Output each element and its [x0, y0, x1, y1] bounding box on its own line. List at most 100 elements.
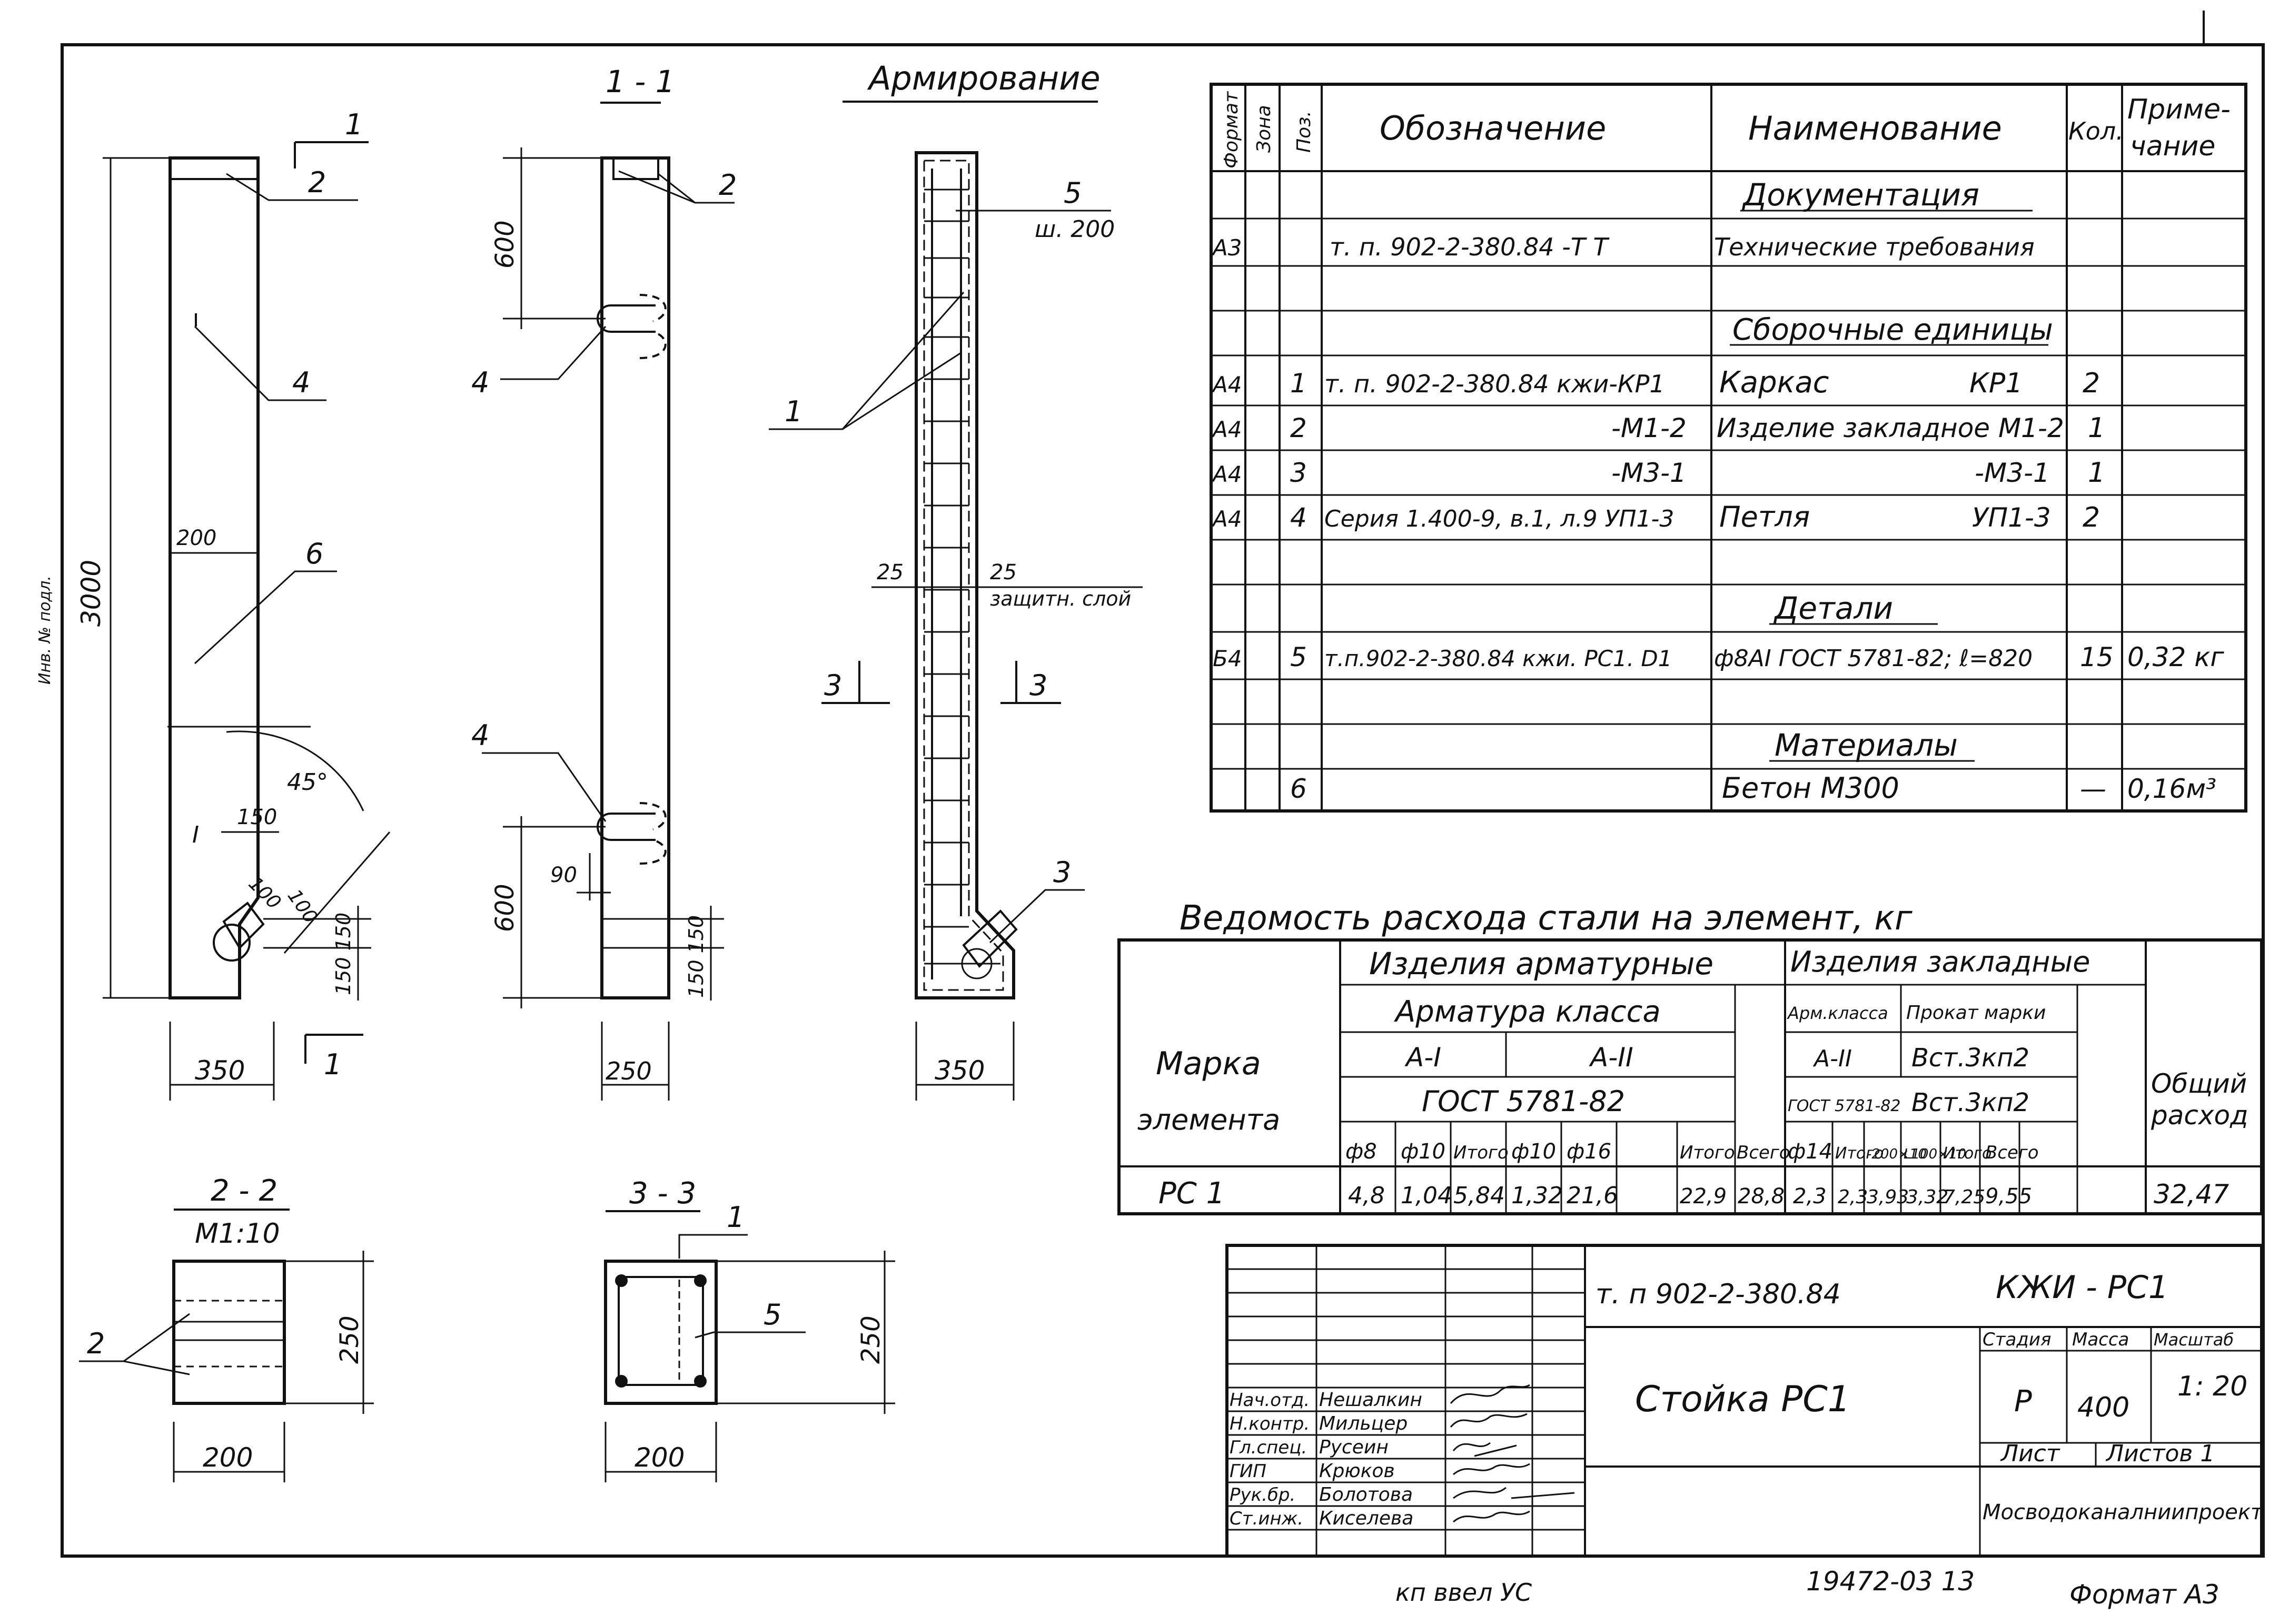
- val-7: 28,8: [1738, 1184, 1785, 1209]
- row1-format: А4: [1211, 372, 1242, 398]
- section-3-3-view: 3 - 3 1 5 250 200: [604, 1176, 895, 1482]
- role-1: Н.контр.: [1230, 1413, 1310, 1434]
- dim-150-elevation: 150: [237, 805, 277, 829]
- elevation-view: 3000 1 2 4 200 6 45° I 150 100 100 150 1…: [76, 108, 391, 1101]
- val-1: 1,04: [1401, 1182, 1452, 1209]
- section-2-2-view: 2 - 2 М1:10 2 250 200: [79, 1174, 374, 1482]
- row3-code: -М3-1: [1611, 458, 1687, 488]
- inventory-number: 19472-03 13: [1806, 1566, 1975, 1597]
- col-itogo-2: Итого: [1680, 1142, 1735, 1163]
- col-itogo-3: Итого: [1835, 1144, 1884, 1163]
- hdr-total-2: расход: [2151, 1100, 2248, 1131]
- col-f10: ф10: [1401, 1140, 1445, 1164]
- row2-qty: 1: [2088, 412, 2105, 444]
- name-0: Нешалкин: [1319, 1389, 1422, 1411]
- row4-name-right: УП1-3: [1972, 502, 2051, 533]
- row3-format: А4: [1211, 461, 1242, 487]
- dim-600-top: 600: [490, 220, 520, 269]
- role-4: Рук.бр.: [1230, 1484, 1295, 1506]
- row2-pos: 2: [1290, 413, 1307, 443]
- row2-code: -М1-2: [1611, 413, 1687, 443]
- section-documentation: Документация: [1741, 177, 1979, 213]
- row0-format: А3: [1211, 235, 1242, 261]
- stage-label: Стадия: [1983, 1329, 2051, 1350]
- row6-note: 0,16м³: [2127, 774, 2216, 804]
- hdr-gost-2: ГОСТ 5781-82: [1788, 1097, 1900, 1115]
- cover-label: защитн. слой: [990, 587, 1131, 610]
- section-2-2-title: 2 - 2: [211, 1174, 278, 1208]
- title-block: т. п 902-2-380.84 КЖИ - РС1 Стойка РС1 С…: [1225, 1244, 2264, 1558]
- row5-note: 0,32 кг: [2127, 642, 2224, 672]
- row5-format: Б4: [1213, 646, 1242, 671]
- mass-label: Масса: [2072, 1329, 2129, 1350]
- section-1-1-title: 1 - 1: [606, 64, 675, 100]
- section-1-1-view: 1 - 1 2 600 4 4 600 90 150 150 25: [471, 64, 737, 1101]
- sheet-frame: [61, 43, 2265, 1558]
- col-itogo-4: Итого: [1943, 1144, 1991, 1163]
- signature-3: [1453, 1463, 1530, 1476]
- scale-value: 1: 20: [2177, 1371, 2247, 1402]
- cut-mark-1-bottom: 1: [324, 1048, 342, 1081]
- steel-consumption-table: Ведомость расхода стали на элемент, кг И…: [1117, 899, 2263, 1215]
- col-f10-2: ф10: [1511, 1140, 1556, 1164]
- hdr-gost: ГОСТ 5781-82: [1422, 1085, 1625, 1118]
- row6-qty: —: [2080, 774, 2106, 804]
- row4-name: Петля: [1719, 500, 1810, 533]
- col-plate: -200×10: [1867, 1146, 1927, 1162]
- val-4: 21,6: [1567, 1182, 1618, 1209]
- footer-left-note: кп ввел УС: [1395, 1578, 1532, 1607]
- dim-3000: 3000: [76, 560, 106, 627]
- row6-pos: 6: [1290, 774, 1307, 804]
- section-3-3-title: 3 - 3: [629, 1176, 696, 1211]
- cut-3-left: 3: [824, 669, 842, 702]
- signature-2: [1452, 1442, 1517, 1457]
- pos-3-reinforcement: 3: [1053, 856, 1071, 889]
- val-13: 9,55: [1985, 1184, 2032, 1209]
- row1-code: т. п. 902-2-380.84 кжи-КР1: [1324, 370, 1665, 398]
- col-f14: ф14: [1788, 1140, 1832, 1164]
- signature-5: [1453, 1510, 1530, 1523]
- name-2: Русеин: [1319, 1437, 1389, 1458]
- hdr-total-1: Общий: [2151, 1068, 2247, 1099]
- hdr-vst-1: Вст.3кп2: [1911, 1043, 2029, 1073]
- cover-25-right: 25: [990, 560, 1017, 585]
- val-12: 7,25: [1943, 1186, 1985, 1208]
- hdr-qty: Кол.: [2068, 117, 2124, 145]
- specification-table: Формат Зона Поз. Обозначение Наименовани…: [1210, 83, 2247, 813]
- sheets-label: Листов 1: [2105, 1440, 2215, 1467]
- row2-name: Изделие закладное М1-2: [1717, 413, 2064, 443]
- val-6: 22,9: [1680, 1184, 1727, 1209]
- dim-150-150-elevation: 150 150: [332, 913, 355, 995]
- row2-format: А4: [1211, 417, 1242, 442]
- hdr-zone: Зона: [1253, 105, 1275, 153]
- role-2: Гл.спец.: [1230, 1437, 1307, 1458]
- width-200-section22: 200: [203, 1442, 253, 1473]
- reinforcement-title: Армирование: [867, 59, 1101, 97]
- row-mark: РС 1: [1158, 1176, 1225, 1211]
- pos-2-section11: 2: [719, 169, 737, 202]
- row5-name: ф8АI ГОСТ 5781-82; ℓ=820: [1714, 645, 2033, 672]
- row4-pos: 4: [1290, 502, 1307, 533]
- signature-1: [1450, 1413, 1528, 1428]
- pos-2-elevation: 2: [308, 166, 326, 199]
- signature-4: [1453, 1487, 1575, 1499]
- reinforcement-view: Армирование 5 ш. 200 1 25: [769, 59, 1143, 1101]
- role-5: Ст.инж.: [1230, 1508, 1303, 1529]
- val-3: 1,32: [1511, 1182, 1563, 1209]
- hdr-mark: Марка: [1156, 1045, 1261, 1082]
- val-8: 2,3: [1793, 1184, 1827, 1209]
- row3-pos: 3: [1290, 458, 1307, 488]
- step-label: ш. 200: [1035, 216, 1115, 243]
- row4-format: А4: [1211, 506, 1242, 532]
- roman-i-1: I: [192, 821, 199, 848]
- row5-code: т.п.902-2-380.84 кжи. РС1. D1: [1324, 646, 1672, 671]
- cut-3-right: 3: [1029, 669, 1047, 702]
- row5-qty: 15: [2080, 642, 2114, 672]
- col-itogo-1: Итого: [1453, 1142, 1509, 1163]
- hdr-note-2: чание: [2130, 131, 2215, 162]
- hdr-name: Наименование: [1748, 109, 2002, 147]
- mass-value: 400: [2077, 1392, 2129, 1423]
- row3-qty: 1: [2088, 457, 2105, 489]
- role-3: ГИП: [1230, 1461, 1266, 1482]
